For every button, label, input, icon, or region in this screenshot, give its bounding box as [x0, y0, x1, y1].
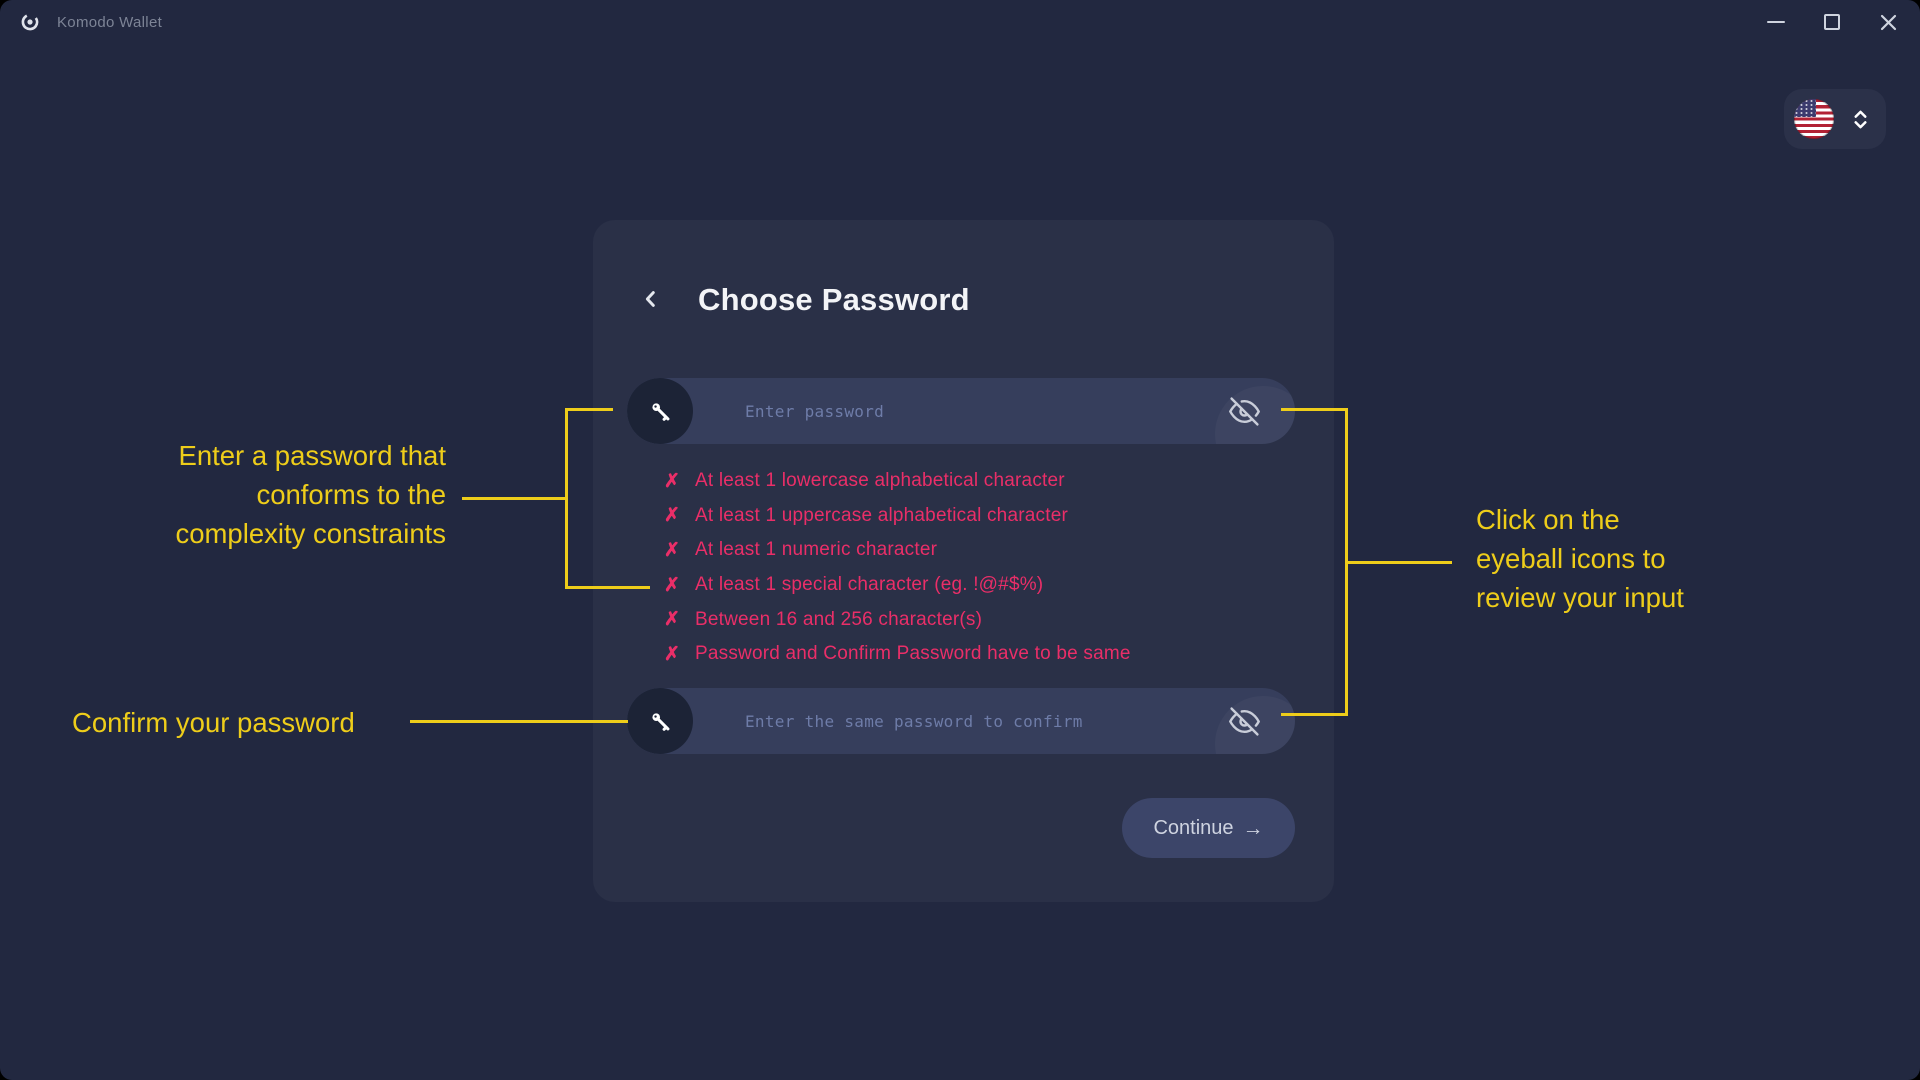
- connector-line: [1348, 561, 1452, 564]
- confirm-password-input[interactable]: [627, 688, 1295, 754]
- confirm-hint-annotation: Confirm your password: [72, 707, 355, 738]
- us-flag-icon: [1794, 99, 1834, 139]
- eye-off-icon: [1228, 396, 1260, 427]
- continue-button[interactable]: Continue →: [1122, 798, 1295, 858]
- x-mark-icon: ✗: [664, 539, 680, 561]
- password-validation-list: ✗ At least 1 lowercase alphabetical char…: [664, 464, 1131, 672]
- connector-line: [1281, 408, 1345, 411]
- language-selector[interactable]: [1784, 89, 1886, 149]
- close-icon: [1879, 13, 1898, 32]
- titlebar: Komodo Wallet: [0, 0, 1920, 44]
- password-field[interactable]: [743, 400, 1295, 422]
- validation-rule: ✗ Between 16 and 256 character(s): [664, 608, 983, 631]
- validation-rule: ✗ At least 1 uppercase alphabetical char…: [664, 504, 1068, 527]
- continue-label: Continue: [1153, 816, 1234, 839]
- minimize-button[interactable]: [1748, 0, 1804, 44]
- minimize-icon: [1767, 20, 1785, 24]
- x-mark-icon: ✗: [664, 470, 680, 492]
- connector-line: [565, 408, 568, 589]
- key-icon: [627, 688, 693, 754]
- komodo-logo-icon: [20, 12, 40, 32]
- toggle-password-visibility-button[interactable]: [1223, 390, 1265, 432]
- x-mark-icon: ✗: [664, 609, 680, 631]
- validation-rule: ✗ At least 1 lowercase alphabetical char…: [664, 470, 1065, 492]
- password-input[interactable]: [627, 378, 1295, 444]
- connector-line: [1281, 713, 1345, 716]
- x-mark-icon: ✗: [664, 505, 680, 527]
- connector-line: [1345, 408, 1348, 716]
- validation-rule: ✗ At least 1 special character (eg. !@#$…: [664, 574, 1044, 596]
- choose-password-card: Choose Password: [593, 220, 1334, 902]
- maximize-icon: [1824, 14, 1840, 30]
- arrow-right-icon: →: [1242, 816, 1264, 840]
- validation-rule: ✗ Password and Confirm Password have to …: [664, 643, 1131, 665]
- page-title: Choose Password: [698, 282, 970, 317]
- back-button[interactable]: [631, 279, 671, 319]
- chevron-left-icon: [640, 286, 662, 312]
- toggle-confirm-visibility-button[interactable]: [1223, 700, 1265, 742]
- close-button[interactable]: [1860, 0, 1916, 44]
- maximize-button[interactable]: [1804, 0, 1860, 44]
- window-controls: [1748, 0, 1916, 44]
- eyeball-hint-annotation: Click on the eyeball icons to review you…: [1476, 504, 1684, 613]
- chevron-up-down-icon: [1849, 107, 1872, 132]
- connector-line: [462, 497, 565, 500]
- connector-line: [568, 586, 650, 589]
- x-mark-icon: ✗: [664, 643, 680, 665]
- eye-off-icon: [1228, 706, 1260, 737]
- connector-line: [568, 408, 613, 411]
- validation-rule: ✗ At least 1 numeric character: [664, 539, 938, 561]
- connector-line: [410, 720, 628, 723]
- confirm-password-field[interactable]: [743, 710, 1295, 732]
- x-mark-icon: ✗: [664, 574, 680, 596]
- key-icon: [627, 378, 693, 444]
- password-hint-annotation: Enter a password that conforms to the co…: [175, 440, 446, 549]
- app-title: Komodo Wallet: [57, 13, 163, 31]
